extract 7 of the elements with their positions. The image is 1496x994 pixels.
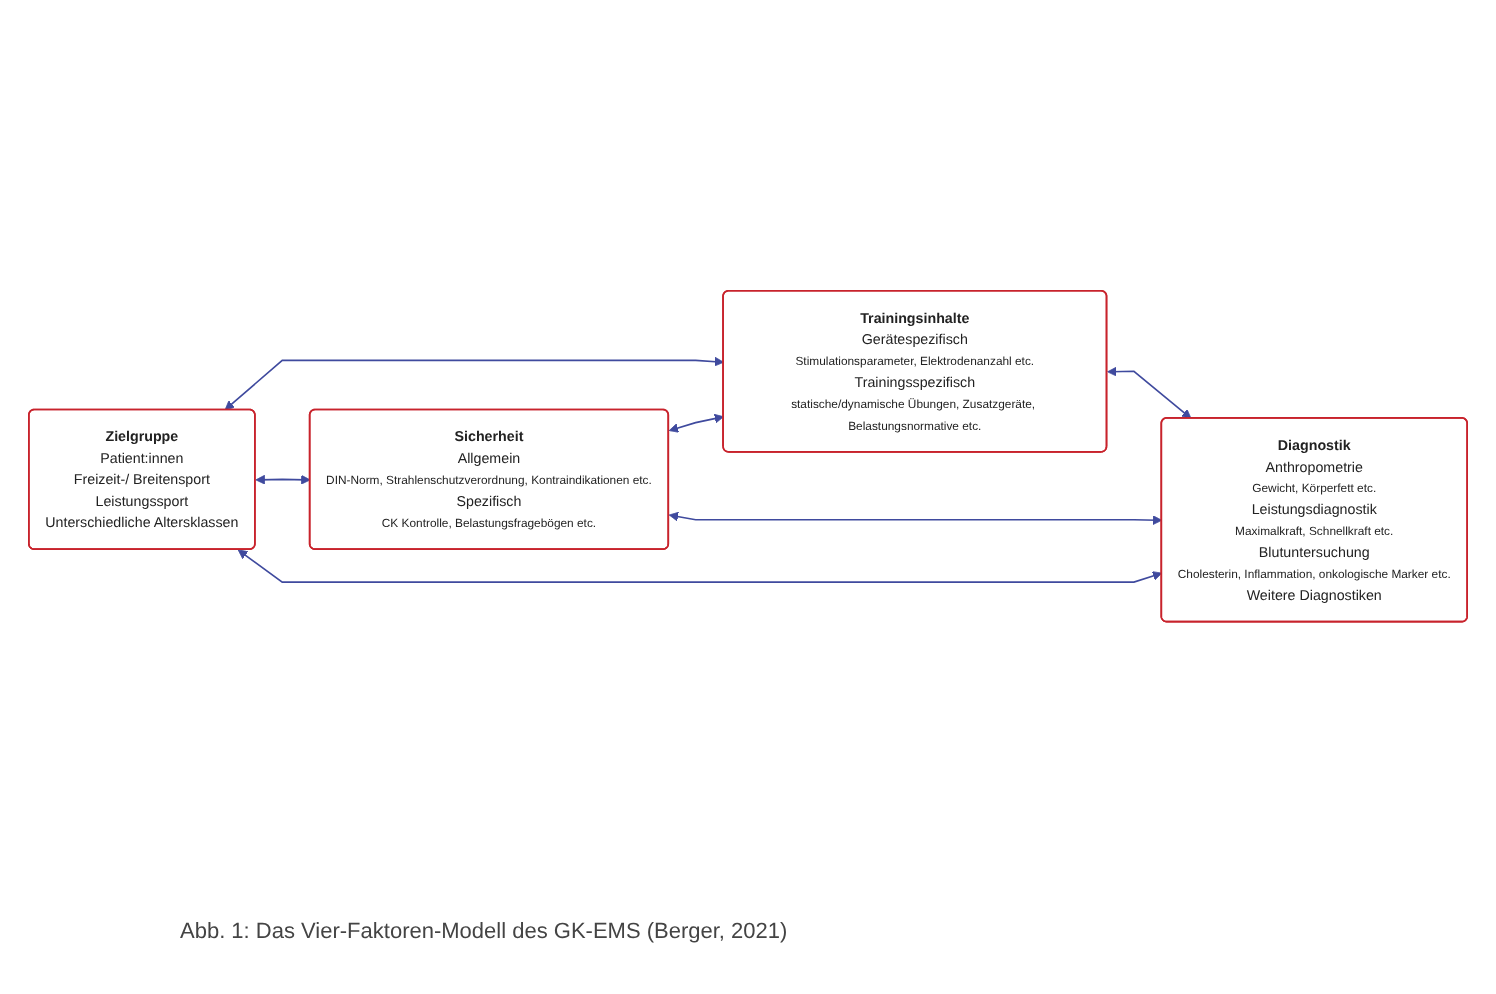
- arrow: [1107, 366, 1192, 419]
- arrow: [237, 549, 1163, 583]
- arrow: [668, 511, 1163, 525]
- caption: Abb. 1: Das Vier-Faktoren-Modell des GK-EMS (Berger, 2021): [180, 920, 788, 944]
- arrow: [224, 356, 725, 410]
- arrow: [668, 413, 725, 433]
- arrow: [255, 474, 311, 485]
